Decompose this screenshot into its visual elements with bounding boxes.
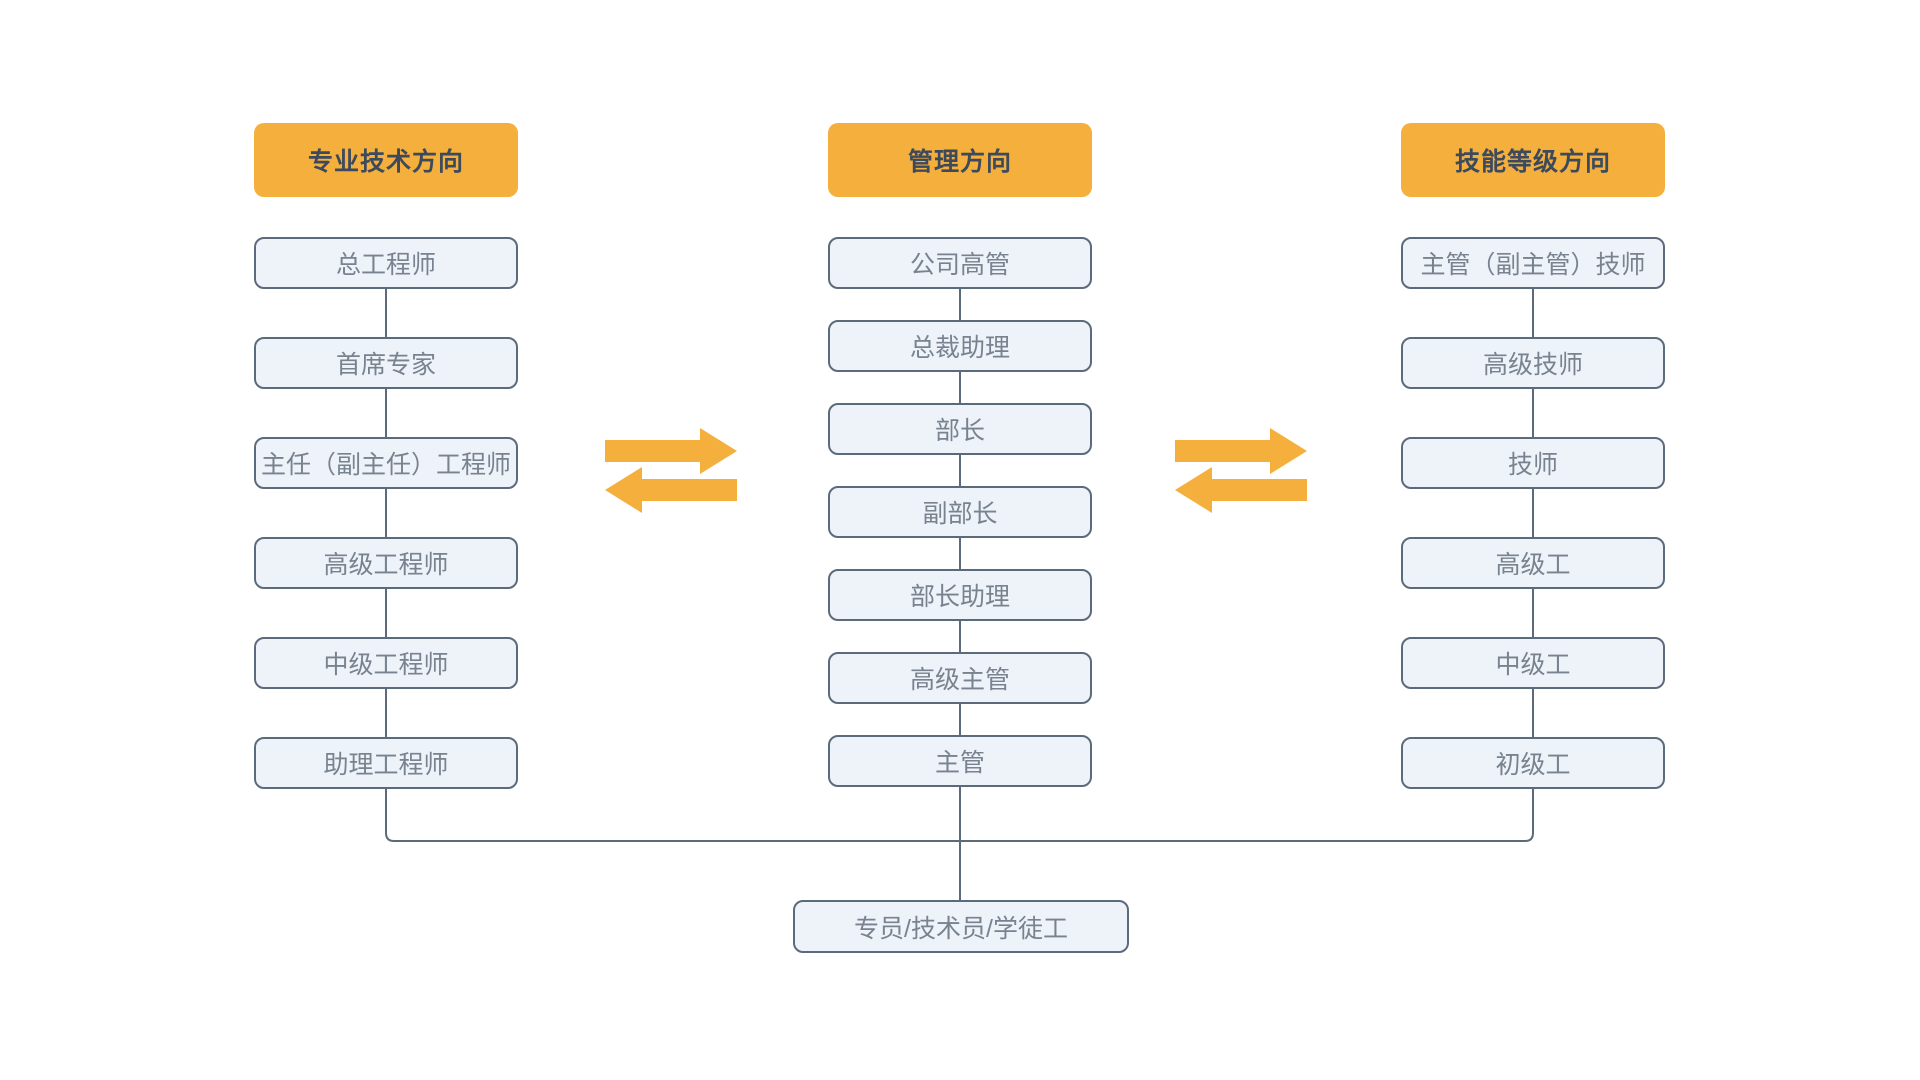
node-company-executive: 公司高管 [828, 237, 1092, 289]
node-senior-engineer: 高级工程师 [254, 537, 518, 589]
arrow-right-icon [605, 428, 737, 474]
node-director-engineer: 主任（副主任）工程师 [254, 437, 518, 489]
node-department-head: 部长 [828, 403, 1092, 455]
node-senior-technician: 高级技师 [1401, 337, 1665, 389]
node-chief-expert: 首席专家 [254, 337, 518, 389]
swap-arrows-icon [1175, 428, 1307, 513]
node-intermediate-worker: 中级工 [1401, 637, 1665, 689]
column-management-track: 管理方向 公司高管 总裁助理 部长 副部长 部长助理 高级主管 主管 [828, 123, 1092, 787]
node-senior-supervisor: 高级主管 [828, 652, 1092, 704]
node-senior-worker: 高级工 [1401, 537, 1665, 589]
swap-arrows-icon [605, 428, 737, 513]
column-header-professional: 专业技术方向 [254, 123, 518, 197]
node-supervisor: 主管 [828, 735, 1092, 787]
node-assistant-engineer: 助理工程师 [254, 737, 518, 789]
node-intermediate-engineer: 中级工程师 [254, 637, 518, 689]
column-header-management: 管理方向 [828, 123, 1092, 197]
column-professional-track: 专业技术方向 总工程师 首席专家 主任（副主任）工程师 高级工程师 中级工程师 … [254, 123, 518, 789]
arrow-left-icon [1175, 467, 1307, 513]
arrow-left-icon [605, 467, 737, 513]
node-junior-worker: 初级工 [1401, 737, 1665, 789]
node-supervisor-technician: 主管（副主管）技师 [1401, 237, 1665, 289]
node-president-assistant: 总裁助理 [828, 320, 1092, 372]
node-specialist-technician-apprentice: 专员/技术员/学徒工 [793, 900, 1129, 953]
node-deputy-department-head: 副部长 [828, 486, 1092, 538]
column-header-skill: 技能等级方向 [1401, 123, 1665, 197]
node-department-head-assistant: 部长助理 [828, 569, 1092, 621]
column-skill-track: 技能等级方向 主管（副主管）技师 高级技师 技师 高级工 中级工 初级工 [1401, 123, 1665, 789]
arrow-right-icon [1175, 428, 1307, 474]
node-technician: 技师 [1401, 437, 1665, 489]
node-chief-engineer: 总工程师 [254, 237, 518, 289]
